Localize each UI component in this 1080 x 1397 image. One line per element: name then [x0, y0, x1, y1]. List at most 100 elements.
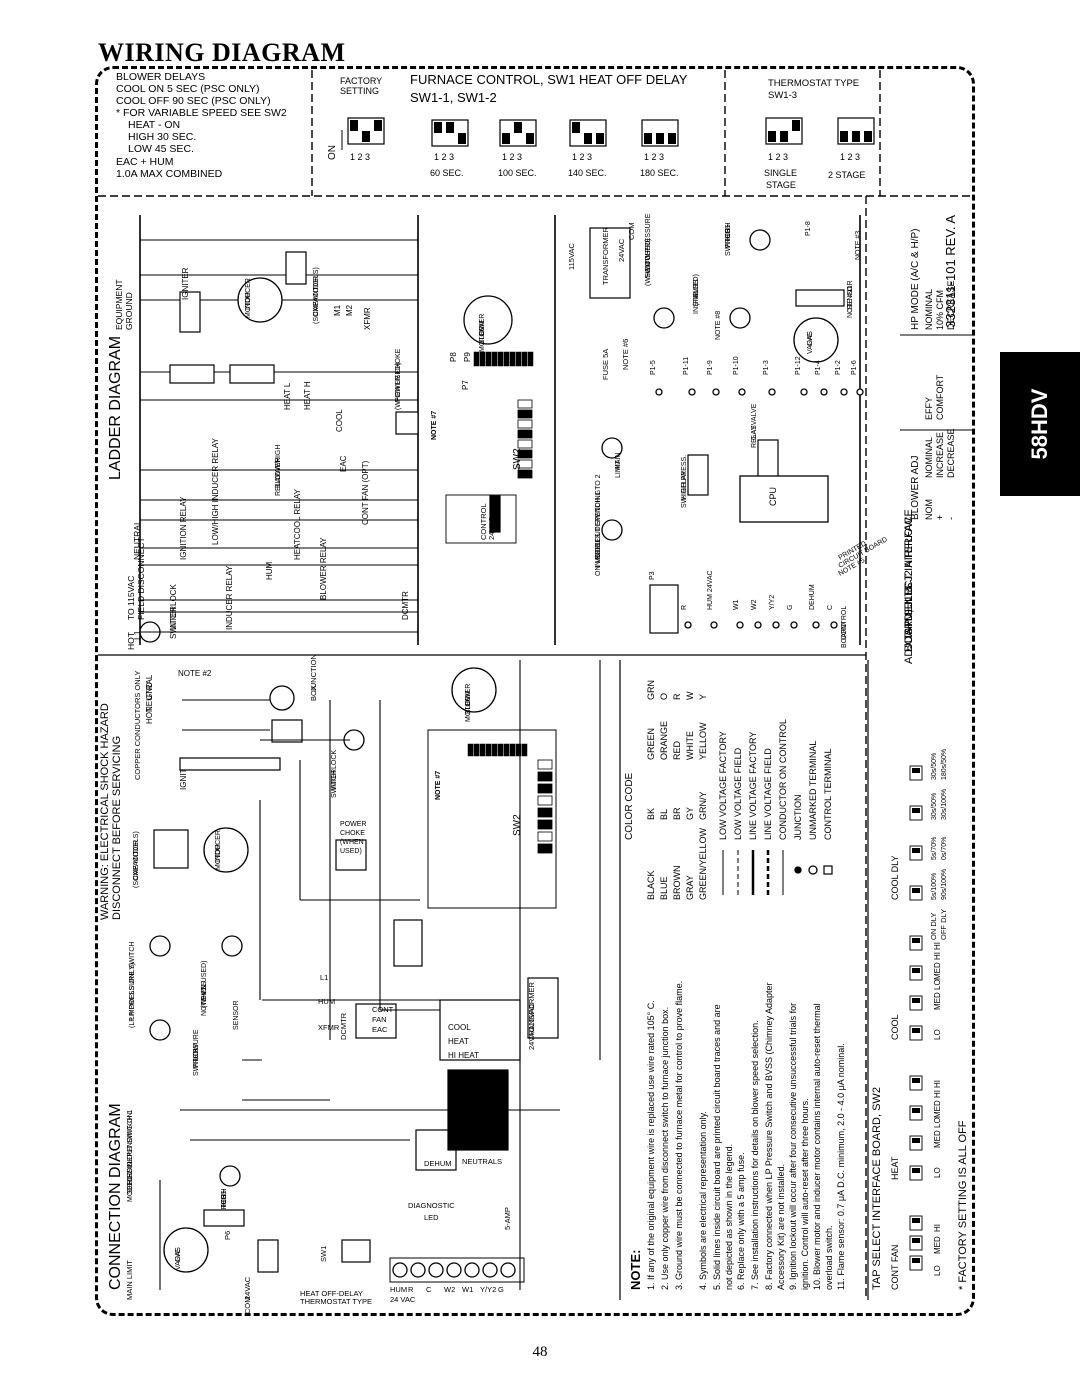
p1-terminal [800, 388, 808, 396]
conn-label: BOX [309, 685, 318, 701]
adj-header: BLOWER ADJ [910, 456, 921, 520]
conn-thermostat-terminal [446, 1262, 462, 1278]
ladder-label: INSTALLED) [693, 274, 700, 314]
conn-label: MOTOR [215, 844, 222, 870]
ladder-label: CONTROL [479, 503, 488, 540]
adj-cell: COMFORT [935, 374, 945, 420]
p7-pin [503, 351, 510, 367]
ladder-label: (FIELD [693, 284, 700, 306]
ladder-label: HIGH [725, 223, 732, 241]
ladder-label: 24VAC [617, 238, 626, 262]
sw2-delay-label: 90s/100% [941, 869, 948, 900]
color-code-cell: BR [672, 807, 682, 820]
ladder-label: P8 [449, 352, 458, 362]
conn-label: BVSS [201, 981, 208, 1000]
ladder-label: IGNITER [181, 267, 190, 300]
conn-sw2-switch [537, 843, 553, 854]
note-item: 6. Replace only with a 5 amp fuse. [736, 1152, 746, 1290]
legend-item: CONDUCTOR ON CONTROL [778, 719, 788, 840]
sw2-speed-label: MED [933, 1236, 942, 1254]
conn-capacitor [153, 829, 189, 869]
conn-thermostat-terminal [410, 1262, 426, 1278]
stage-switch-single [765, 117, 803, 145]
sw2-group-header: CONT FAN [890, 1245, 900, 1290]
conn-label: 24 VAC [390, 1295, 416, 1304]
p1-terminal [712, 388, 720, 396]
ladder-label: BVSS [693, 279, 700, 298]
ladder-label: HEATCOOL RELAY [293, 488, 302, 560]
tap-select-title: BOARD, J1 & J2 AIRFLOW [903, 517, 915, 652]
sw2-dip-lever [912, 1218, 920, 1223]
adj-cell: NOM [924, 499, 934, 520]
conn-terminal-label: HUM [390, 1285, 407, 1294]
gas-valve-relay [757, 439, 779, 481]
conn-label: PRESSURE [193, 1029, 200, 1068]
ladder-label: POWER CHOKE [395, 348, 402, 402]
ladder-label: CONTROL [841, 606, 848, 640]
ladder-label: HOT [126, 632, 136, 650]
conn-low-pressure-switch [149, 1019, 171, 1041]
stage-label: STAGE [766, 180, 796, 190]
switch-nums: 1 2 3 [644, 152, 664, 162]
switch-nums: 1 2 3 [502, 152, 522, 162]
sw2-speed-label: LO [933, 1167, 942, 1178]
conn-label: (SOME MODELS) [133, 831, 140, 888]
conn-label: HUM [318, 997, 335, 1006]
p1-terminal [738, 388, 746, 396]
conn-label: EAC [372, 1025, 388, 1034]
switch-nums: 1 2 3 [434, 152, 454, 162]
note-item: Accessory Kit) are not installed. [776, 1164, 786, 1290]
sw2-switch [517, 429, 533, 439]
conn-p7-pin [491, 743, 498, 757]
ladder-label: HEAT H [303, 381, 312, 410]
conn-label: NEUTRALS [462, 1157, 502, 1166]
note-item: not depicted as shown in the legend. [724, 1144, 734, 1290]
conn-label: GND [145, 682, 154, 700]
plug-p5 [229, 364, 275, 384]
sw2-label: ON DLY [929, 913, 938, 940]
p7-pin [509, 351, 516, 367]
sw2-dip-lever [912, 938, 920, 943]
color-code-cell: GY [685, 807, 695, 820]
color-code-cell: WHITE [685, 731, 695, 760]
color-code-cell: BK [646, 808, 656, 820]
p7-pin [491, 351, 498, 367]
sw2-speed-label: LO [933, 1265, 942, 1276]
blower-delays-text: COOL ON 5 SEC (PSC ONLY) [116, 83, 260, 95]
ladder-label: LIMIT [615, 459, 622, 478]
sw2-speed-label: LO [933, 1029, 942, 1040]
thermostat-terminal-label: G [787, 605, 794, 610]
ladder-label: DCMTR [401, 591, 410, 620]
ladder-label: INDUCER RELAY [225, 565, 234, 630]
conn-label: CAPACITOR [133, 840, 140, 880]
ladder-label: TO 115VAC [126, 576, 136, 620]
sw2-group-header: HEAT [890, 1156, 900, 1180]
note-item: overload switch. [824, 1225, 834, 1290]
legend-symbol [823, 865, 833, 875]
thermostat-terminal-label: DEHUM [809, 584, 816, 610]
ladder-label: GAS [807, 331, 814, 346]
conn-label: MOTOR [465, 696, 472, 722]
inducer-motor-label: MOTOR [245, 292, 252, 318]
sw2-speed-label: MED HI [933, 1090, 942, 1118]
ladder-label: NOTE #11 [847, 285, 854, 318]
conn-sw2-switch [537, 819, 553, 830]
conn-p7-pin [479, 743, 486, 757]
conn-p7-pin [515, 743, 522, 757]
color-code-cell: RED [672, 740, 682, 760]
gas-valve-symbol [793, 317, 839, 363]
inducer-motor-label: INDUCER [245, 278, 252, 310]
color-code-cell: GRN [646, 680, 656, 700]
ladder-label: INTERLOCK [169, 584, 178, 630]
adj-cell: INCREASE [935, 432, 945, 478]
thermostat-terminal-label: C [827, 605, 834, 610]
ladder-label: FUSE 5A [601, 349, 610, 380]
page-number: 48 [532, 1344, 548, 1360]
conn-label: INTERLOCK [331, 750, 338, 790]
igniter-bar [179, 757, 281, 771]
ladder-label: EQUIPMENT [114, 279, 124, 330]
furnace-control-title: SW1-1, SW1-2 [410, 90, 497, 105]
sw2-factory-note: * FACTORY SETTING IS ALL OFF [957, 1120, 969, 1290]
adj-cell: EFFY [924, 397, 934, 420]
thermostat-terminal [830, 621, 838, 629]
